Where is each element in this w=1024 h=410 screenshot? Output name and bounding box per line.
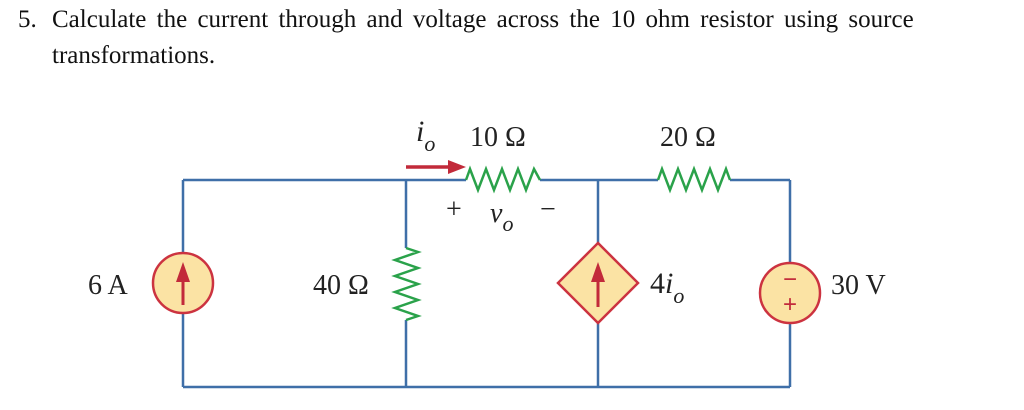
voltage-source-plus: + xyxy=(783,291,797,318)
current-io-sub: o xyxy=(424,131,435,156)
dependent-current-source xyxy=(556,241,640,325)
voltage-source-minus: − xyxy=(783,266,797,293)
arrow-right-icon xyxy=(448,160,466,174)
resistor-40-label: 40 Ω xyxy=(313,270,369,301)
voltage-minus-sign: − xyxy=(540,194,556,225)
resistor-40-ohm xyxy=(391,246,422,322)
resistor-10-label: 10 Ω xyxy=(470,122,526,153)
arrow-up-icon xyxy=(591,262,605,282)
current-io-arrow xyxy=(406,160,466,174)
current-io-label: io xyxy=(416,115,435,156)
voltage-source-body xyxy=(758,261,822,325)
voltage-vo-main: v xyxy=(490,198,503,229)
question-line-1: Calculate the current through and voltag… xyxy=(52,6,914,33)
voltage-vo-sub: o xyxy=(502,211,513,236)
resistor-10-ohm xyxy=(464,165,542,194)
question-line-2: transformations. xyxy=(52,42,216,69)
voltage-plus-sign: + xyxy=(446,194,462,225)
current-source-6a xyxy=(151,251,215,315)
current-io-main: i xyxy=(416,115,424,148)
voltage-vo-label: vo xyxy=(490,198,513,236)
arrow-up-icon xyxy=(176,262,190,282)
dependent-source-sub: o xyxy=(673,283,684,308)
dependent-source-var: i xyxy=(665,267,673,300)
resistor-20-label: 20 Ω xyxy=(660,122,716,153)
voltage-source-30v: − + xyxy=(758,261,822,325)
current-source-label: 6 A xyxy=(88,270,128,301)
question-number: 5. xyxy=(18,6,37,33)
voltage-source-label: 30 V xyxy=(831,270,886,301)
dependent-source-coef: 4 xyxy=(650,267,665,300)
resistor-20-ohm xyxy=(656,165,732,194)
dependent-source-label: 4io xyxy=(650,267,684,308)
wires xyxy=(181,178,792,389)
